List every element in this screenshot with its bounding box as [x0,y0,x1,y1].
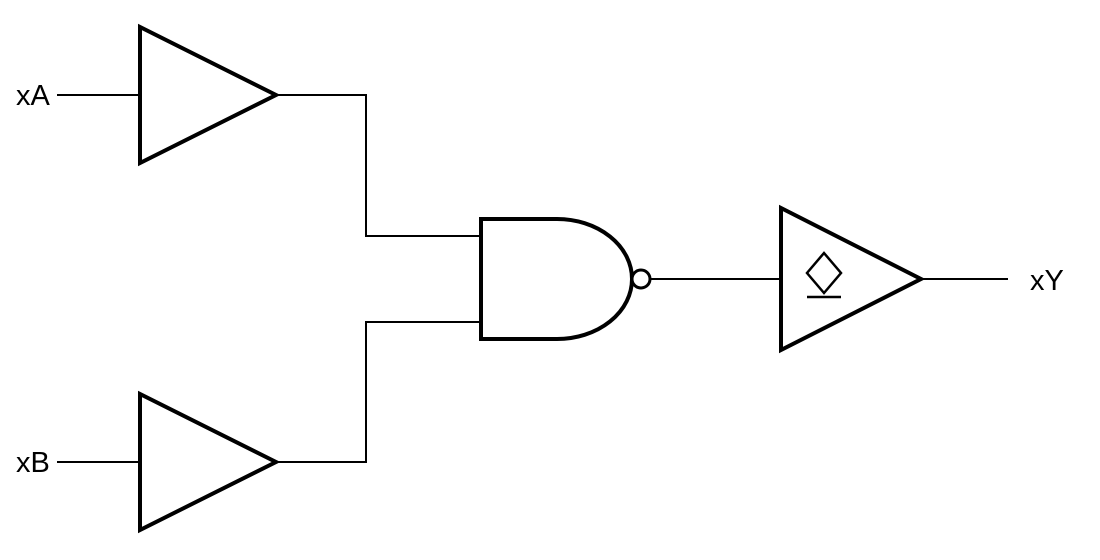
input-label-b: xB [16,447,50,479]
output-label-y: xY [1030,265,1064,297]
nand-gate-body [479,217,634,341]
nand-inversion-bubble-icon [630,268,652,290]
input-buffer-a [138,23,281,167]
output-driver-buffer [779,204,926,354]
wire-buffer-b-to-nand [274,321,481,463]
open-drain-diamond-icon [805,251,843,295]
input-label-a: xA [16,80,51,112]
input-buffer-b [138,390,281,534]
wire-buffer-a-to-nand [274,94,481,237]
